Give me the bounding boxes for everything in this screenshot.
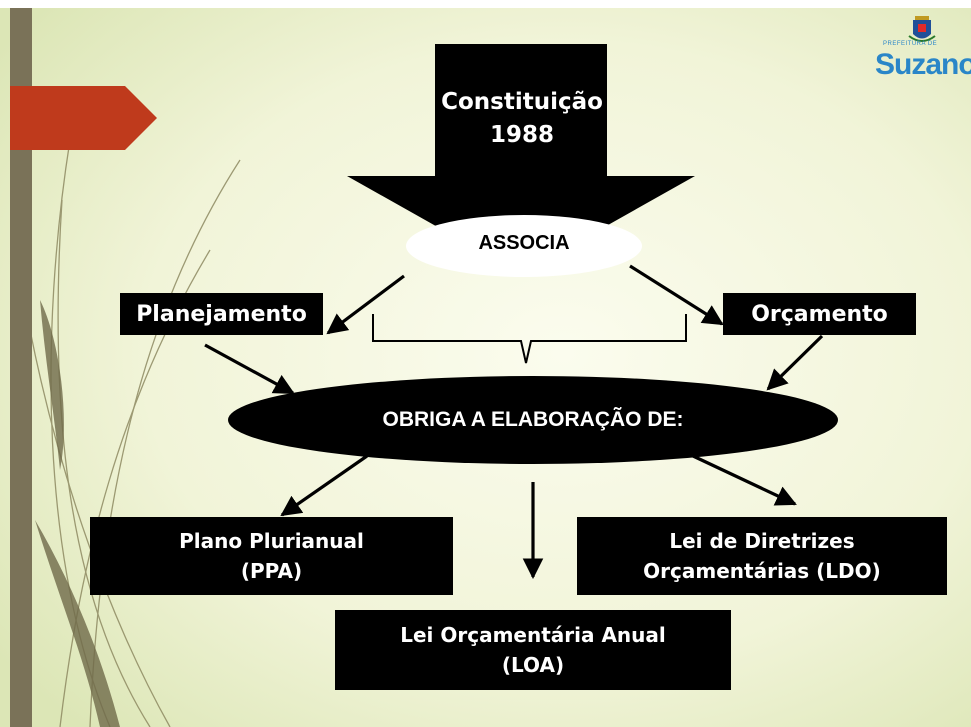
coat-of-arms-icon <box>908 16 936 42</box>
arrow-to-orcamento <box>629 264 724 326</box>
arrow-from-orcamento <box>766 334 824 391</box>
associa-ellipse <box>406 215 642 277</box>
logo-wordmark: Suzano <box>875 48 971 81</box>
arrow-to-ldo <box>692 454 797 506</box>
planejamento-label: Planejamento <box>136 301 307 327</box>
red-tab-arrow <box>10 86 157 150</box>
constituicao-arrow <box>347 44 695 274</box>
left-accent-bar <box>10 8 32 727</box>
orcamento-box: Orçamento <box>723 293 916 335</box>
loa-label: Lei Orçamentária Anual (LOA) <box>400 623 666 677</box>
logo-prefix: PREFEITURA DE <box>883 41 938 47</box>
arrows <box>204 264 824 580</box>
ppa-label: Plano Plurianual (PPA) <box>179 529 364 583</box>
planejamento-box: Planejamento <box>120 293 323 335</box>
constituicao-label: Constituição 1988 <box>441 89 603 148</box>
obriga-ellipse <box>228 376 838 464</box>
arrow-from-planejamento <box>204 343 295 395</box>
brace <box>372 314 687 364</box>
obriga-label: OBRIGA A ELABORAÇÃO DE: <box>382 408 684 431</box>
suzano-logo: PREFEITURA DE Suzano <box>871 10 971 82</box>
slide-background <box>0 8 971 727</box>
arrow-to-ppa <box>280 454 368 517</box>
associa-label: ASSOCIA <box>478 232 570 254</box>
arrow-to-planejamento <box>326 274 405 335</box>
loa-box: Lei Orçamentária Anual (LOA) <box>335 610 731 690</box>
orcamento-label: Orçamento <box>751 301 888 327</box>
ppa-box: Plano Plurianual (PPA) <box>90 517 453 595</box>
ldo-box: Lei de Diretrizes Orçamentárias (LDO) <box>577 517 947 595</box>
decorative-leaves <box>35 300 120 727</box>
ldo-label: Lei de Diretrizes Orçamentárias (LDO) <box>643 529 881 583</box>
